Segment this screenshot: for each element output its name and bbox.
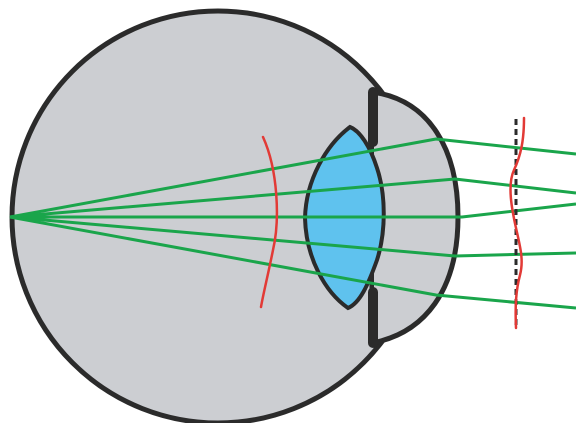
light-rays xyxy=(9,137,576,310)
light-ray-1 xyxy=(9,137,576,219)
light-ray-2 xyxy=(9,177,576,219)
light-ray-3 xyxy=(10,202,576,219)
light-ray-4 xyxy=(9,215,576,258)
light-ray-5 xyxy=(9,215,576,310)
external-distorted-wavefront xyxy=(509,116,526,330)
internal-wavefront xyxy=(259,135,279,309)
